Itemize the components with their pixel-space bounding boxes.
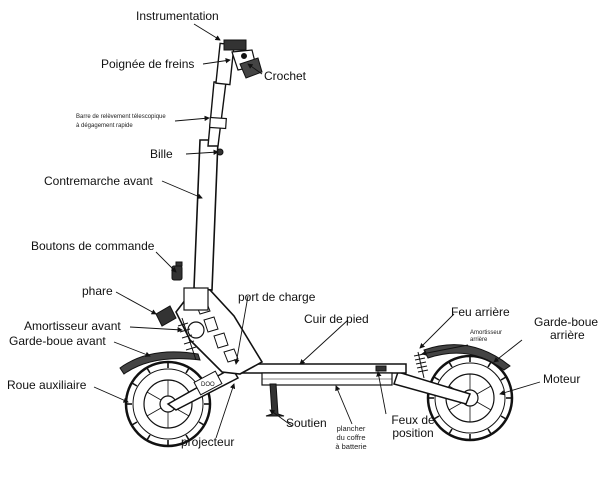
label-amort-arriere: Amortisseur arrière [470,330,502,344]
label-contremarche: Contremarche avant [44,174,153,188]
control-buttons [171,261,183,281]
label-plancher: plancher du coffre à batterie [326,424,376,451]
headlight [155,305,177,327]
stem [183,81,227,311]
front-fender [119,351,201,375]
label-amort-arr-line1: Amortisseur [470,330,503,336]
label-garde-boue-arriere: Garde-boue arrière [534,316,598,342]
deck [237,363,407,386]
label-garde-arr-line2: arrière [550,328,585,342]
label-feux-line2: position [392,426,434,440]
label-plancher-line2: du coffre [336,433,366,442]
front-shock [177,317,197,361]
handlebar [215,39,263,86]
label-soutien: Soutien [286,416,327,430]
front-wheel [124,360,212,448]
rear-swing-arm [393,371,471,405]
label-crochet: Crochet [264,69,307,83]
label-roue-auxiliaire: Roue auxiliaire [7,378,87,392]
label-garde-boue-avant: Garde-boue avant [9,334,106,348]
label-poignee-freins: Poignée de freins [101,57,195,71]
label-plancher-line1: plancher [336,424,366,433]
svg-text:DOO: DOO [201,382,215,388]
callout-lines [93,23,541,439]
label-feu-arriere: Feu arrière [451,305,510,319]
kickstand [265,383,285,417]
label-moteur: Moteur [543,372,581,386]
label-plancher-line3: à batterie [335,442,367,451]
label-instrumentation: Instrumentation [136,9,219,23]
label-bille: Bille [150,147,173,161]
label-boutons: Boutons de commande [31,239,155,253]
label-amortisseur-avant: Amortisseur avant [24,319,121,333]
label-amort-arr-line2: arrière [470,337,488,343]
label-barre-line2: à dégagement rapide [76,123,133,129]
label-phare: phare [82,284,113,298]
label-feux-position: Feux de position [383,414,443,440]
label-feux-line1: Feux de [391,413,435,427]
label-garde-arr-line1: Garde-boue [534,315,599,329]
label-barre-line1: Barre de relèvement télescopique [76,114,166,120]
label-cuir-pied: Cuir de pied [304,312,369,326]
label-port-charge: port de charge [238,290,316,304]
rear-shock [413,351,429,379]
rear-fender [423,344,511,371]
label-projecteur: projecteur [181,435,235,449]
